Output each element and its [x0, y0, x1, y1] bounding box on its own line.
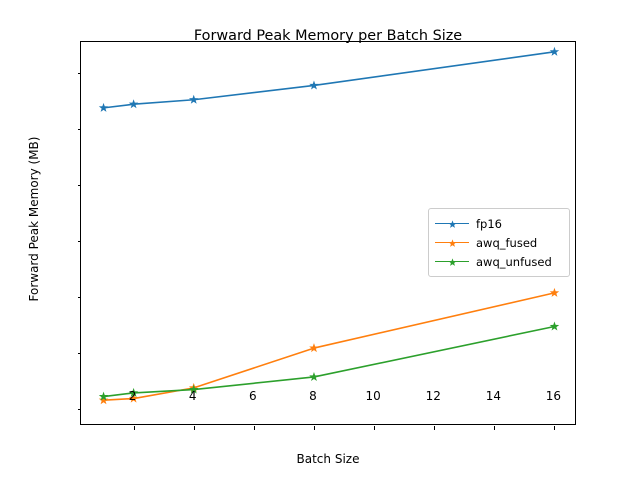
data-point-marker — [98, 102, 109, 112]
y-tick-mark — [77, 72, 81, 74]
data-point-marker — [549, 321, 560, 331]
series-line-awq_unfused — [102, 325, 556, 398]
legend-label-awq-unfused: awq_unfused — [476, 254, 552, 269]
y-tick-mark — [77, 409, 81, 411]
legend-label-awq-fused: awq_fused — [476, 235, 538, 250]
x-tick-mark — [133, 426, 135, 430]
series-line-fp16 — [102, 51, 556, 109]
x-tick-label: 12 — [425, 389, 441, 403]
data-point-marker — [128, 387, 139, 397]
legend-label-fp16: fp16 — [476, 216, 502, 231]
plot-lines-svg — [98, 46, 560, 405]
legend-swatch-awq-unfused — [435, 256, 469, 268]
x-tick-label: 8 — [309, 389, 317, 403]
x-tick-mark — [313, 426, 315, 430]
data-point-marker — [128, 99, 139, 109]
x-tick-label: 16 — [545, 389, 562, 403]
data-point-marker — [549, 46, 560, 56]
x-tick-label: 2 — [128, 389, 137, 403]
y-tick-mark — [77, 353, 81, 355]
legend-item-fp16[interactable]: fp16 — [435, 214, 563, 233]
data-point-marker — [188, 384, 199, 394]
data-point-marker — [98, 395, 109, 405]
star-marker-icon — [448, 238, 457, 247]
data-point-marker — [549, 287, 560, 297]
y-axis-label: Forward Peak Memory (MB) — [27, 136, 41, 302]
y-tick-mark — [77, 297, 81, 299]
legend-item-awq-unfused[interactable]: awq_unfused — [435, 252, 563, 271]
star-marker-icon — [448, 219, 457, 228]
legend-swatch-fp16 — [435, 218, 469, 230]
plot-axes — [77, 41, 576, 430]
y-tick-mark — [77, 128, 81, 130]
data-point-marker — [98, 391, 109, 401]
data-point-marker — [128, 393, 139, 403]
data-point-marker — [309, 343, 319, 353]
x-tick-label: 10 — [365, 389, 381, 403]
x-tick-mark — [193, 426, 195, 430]
x-tick-label: 6 — [249, 389, 257, 403]
x-tick-mark — [253, 426, 255, 430]
series-line-awq_fused — [102, 292, 556, 402]
chart-title: Forward Peak Memory per Batch Size — [193, 28, 463, 44]
legend-swatch-awq-fused — [435, 237, 469, 249]
x-tick-mark — [434, 426, 436, 430]
legend-box: fp16 awq_fused awq_unfused — [428, 208, 570, 277]
x-tick-label: 14 — [485, 389, 501, 403]
star-marker-icon — [448, 257, 457, 266]
x-axis-label: Batch Size — [296, 452, 360, 466]
x-tick-mark — [554, 426, 556, 430]
y-tick-mark — [77, 184, 81, 186]
legend-item-awq-fused[interactable]: awq_fused — [435, 233, 563, 252]
data-point-marker — [188, 94, 199, 104]
data-point-marker — [309, 80, 319, 90]
x-tick-label: 4 — [188, 389, 197, 403]
y-tick-mark — [77, 241, 81, 242]
x-tick-mark — [374, 426, 376, 430]
data-point-marker — [309, 371, 319, 381]
x-tick-mark — [494, 426, 496, 430]
